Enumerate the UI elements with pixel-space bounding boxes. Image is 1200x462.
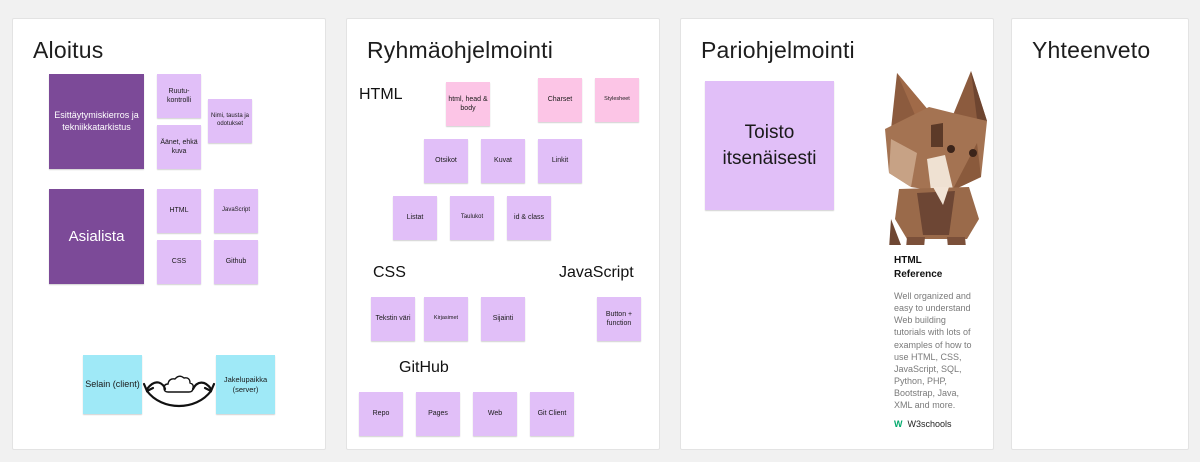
frame-ryhmaohjelmointi[interactable]: Ryhmäohjelmointi HTML html, head & body … <box>346 18 660 450</box>
frame-title-ryhma: Ryhmäohjelmointi <box>367 37 553 63</box>
sticky-note-web[interactable]: Web <box>473 392 517 436</box>
sticky-note-toisto[interactable]: Toisto itsenäisesti <box>705 81 834 210</box>
sticky-note-linkit[interactable]: Linkit <box>538 139 582 183</box>
sticky-note-listat[interactable]: Listat <box>393 196 437 240</box>
sticky-note-sijainti[interactable]: Sijainti <box>481 297 525 341</box>
sticky-note-html[interactable]: HTML <box>157 189 201 233</box>
sticky-note-asialista[interactable]: Asialista <box>49 189 144 284</box>
sticky-note-stylesheet[interactable]: Stylesheet <box>595 78 639 122</box>
sticky-note-intro[interactable]: Esittäytymiskierros ja tekniikkatarkistu… <box>49 74 144 169</box>
link-preview-card[interactable]: HTML Reference Well organized and easy t… <box>883 245 985 435</box>
frame-title-aloitus: Aloitus <box>33 37 104 63</box>
sticky-note-button-function[interactable]: Button + function <box>597 297 641 341</box>
section-label-html: HTML <box>359 86 403 103</box>
sticky-note-kirjasimet[interactable]: Kirjasimet <box>424 297 468 341</box>
w3schools-logo-icon: W <box>894 419 903 429</box>
sticky-note-otsikot[interactable]: Otsikot <box>424 139 468 183</box>
client-server-diagram <box>142 375 216 408</box>
sticky-note-nimi[interactable]: Nimi, tausta ja odotukset <box>208 99 252 143</box>
sticky-note-pages[interactable]: Pages <box>416 392 460 436</box>
link-card-site-name: W3schools <box>907 419 952 429</box>
frame-yhteenveto[interactable]: Yhteenveto <box>1011 18 1189 450</box>
sticky-note-tekstin-vari[interactable]: Tekstin väri <box>371 297 415 341</box>
section-label-javascript: JavaScript <box>559 264 634 281</box>
cloud-icon <box>163 375 194 393</box>
section-label-css: CSS <box>373 264 406 281</box>
double-arrow-icon <box>142 381 216 408</box>
sticky-note-repo[interactable]: Repo <box>359 392 403 436</box>
link-card-title[interactable]: HTML Reference <box>894 255 943 280</box>
sticky-note-taulukot[interactable]: Taulukot <box>450 196 494 240</box>
sticky-note-jakelupaikka[interactable]: Jakelupaikka (server) <box>216 355 275 414</box>
sticky-note-css[interactable]: CSS <box>157 240 201 284</box>
sticky-note-ruutu[interactable]: Ruutu-kontrolli <box>157 74 201 118</box>
sticky-note-selain[interactable]: Selain (client) <box>83 355 142 414</box>
sticky-note-kuvat[interactable]: Kuvat <box>481 139 525 183</box>
link-card-site[interactable]: W W3schools <box>894 419 952 429</box>
sticky-note-javascript[interactable]: JavaScript <box>214 189 258 233</box>
frame-aloitus[interactable]: Aloitus Esittäytymiskierros ja tekniikka… <box>12 18 326 450</box>
frame-pariohjelmointi[interactable]: Pariohjelmointi Toisto itsenäisesti HTML… <box>680 18 994 450</box>
lynx-mascot-icon <box>885 71 987 259</box>
sticky-note-aanet[interactable]: Äänet, ehkä kuva <box>157 125 201 169</box>
section-label-github: GitHub <box>399 359 449 376</box>
frame-title-pari: Pariohjelmointi <box>701 37 855 63</box>
sticky-note-charset[interactable]: Charset <box>538 78 582 122</box>
sticky-note-html-head-body[interactable]: html, head & body <box>446 82 490 126</box>
sticky-note-id-class[interactable]: id & class <box>507 196 551 240</box>
frame-title-yhteenveto: Yhteenveto <box>1032 37 1151 63</box>
sticky-note-git-client[interactable]: Git Client <box>530 392 574 436</box>
link-card-description: Well organized and easy to understand We… <box>894 291 972 411</box>
sticky-note-github[interactable]: Github <box>214 240 258 284</box>
